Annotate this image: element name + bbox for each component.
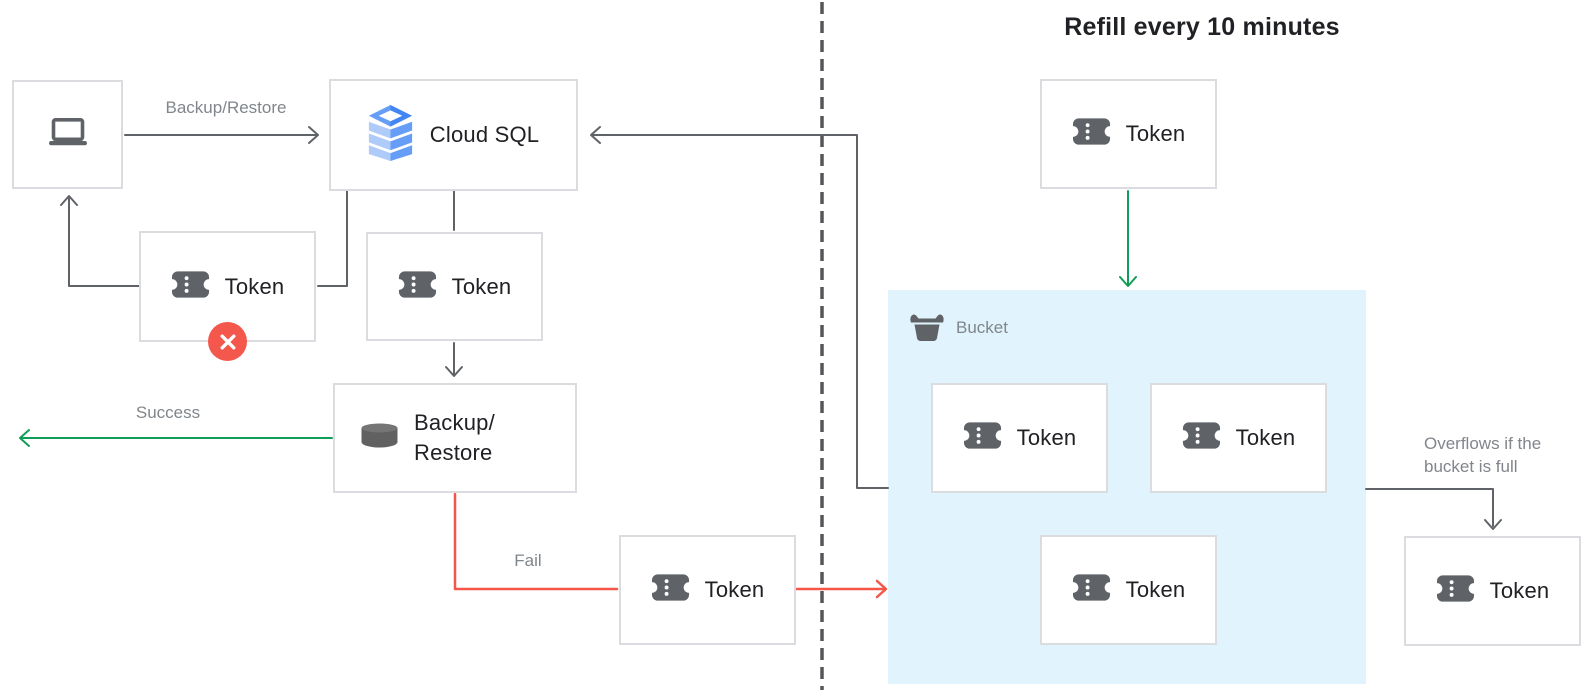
edge-client-to-cloudsql-arrow [124,126,319,144]
node-label: Backup/ Restore [414,408,495,468]
edge-fail-line [453,492,619,591]
node-token-refill: Token [1040,79,1217,189]
backup-restore-edge-label: Backup/Restore [165,98,287,117]
token-icon [646,573,695,607]
bucket-label: Bucket [956,318,1008,337]
node-label: Token [1125,121,1186,146]
overflow-note-line2: bucket is full [1424,457,1518,476]
error-badge [208,322,247,361]
node-bucket-token-left: Token [931,383,1108,493]
bucket-region: Bucket Token Token [888,290,1366,684]
token-icon [393,270,442,304]
edge-fail-token-to-bucket-arrow [795,579,888,599]
node-label: Token [224,273,285,299]
node-bucket-token-bottom: Token [1040,535,1217,645]
refill-title: Refill every 10 minutes [1064,13,1340,41]
node-label: Token [1235,425,1296,450]
laptop-icon [48,117,88,151]
edge-bucket-to-cloudsql-arrow [590,126,889,489]
node-token-in-use: Token [366,232,543,341]
edge-cloudsql-to-rejected-token-line [317,190,348,287]
backup-restore-line1: Backup/ [414,410,495,435]
bucket-header: Bucket [909,310,1008,346]
node-token-overflow: Token [1404,536,1581,646]
backup-restore-line2: Restore [414,440,493,465]
fail-edge-label: Fail [514,551,542,570]
success-edge-label: Success [135,403,201,422]
overflow-note: Overflows if the bucket is full [1424,432,1541,478]
node-label: Token [1489,578,1550,603]
node-token-returned: Token [619,535,796,645]
node-label: Token [1016,425,1077,450]
token-icon [166,270,215,304]
edge-success-arrow [19,429,333,447]
edge-rejected-token-to-client-arrow [60,195,140,287]
database-icon [361,423,398,453]
node-label: Token [1125,577,1186,602]
token-icon [1067,117,1116,151]
node-label: Token [451,273,512,299]
edge-token-to-backup-arrow [445,342,463,377]
node-client [12,80,123,189]
node-bucket-token-right: Token [1150,383,1327,493]
node-backup-restore: Backup/ Restore [333,383,577,493]
cloud-sql-icon [368,104,413,166]
node-label: Token [704,577,765,602]
edge-overflow-arrow [1365,488,1502,530]
close-icon [220,334,235,349]
node-label: Cloud SQL [429,122,540,147]
node-cloud-sql: Cloud SQL [329,79,578,191]
edge-refill-arrow [1119,190,1137,287]
overflow-note-line1: Overflows if the [1424,434,1542,453]
bucket-icon [909,310,945,346]
token-icon [1431,574,1480,608]
